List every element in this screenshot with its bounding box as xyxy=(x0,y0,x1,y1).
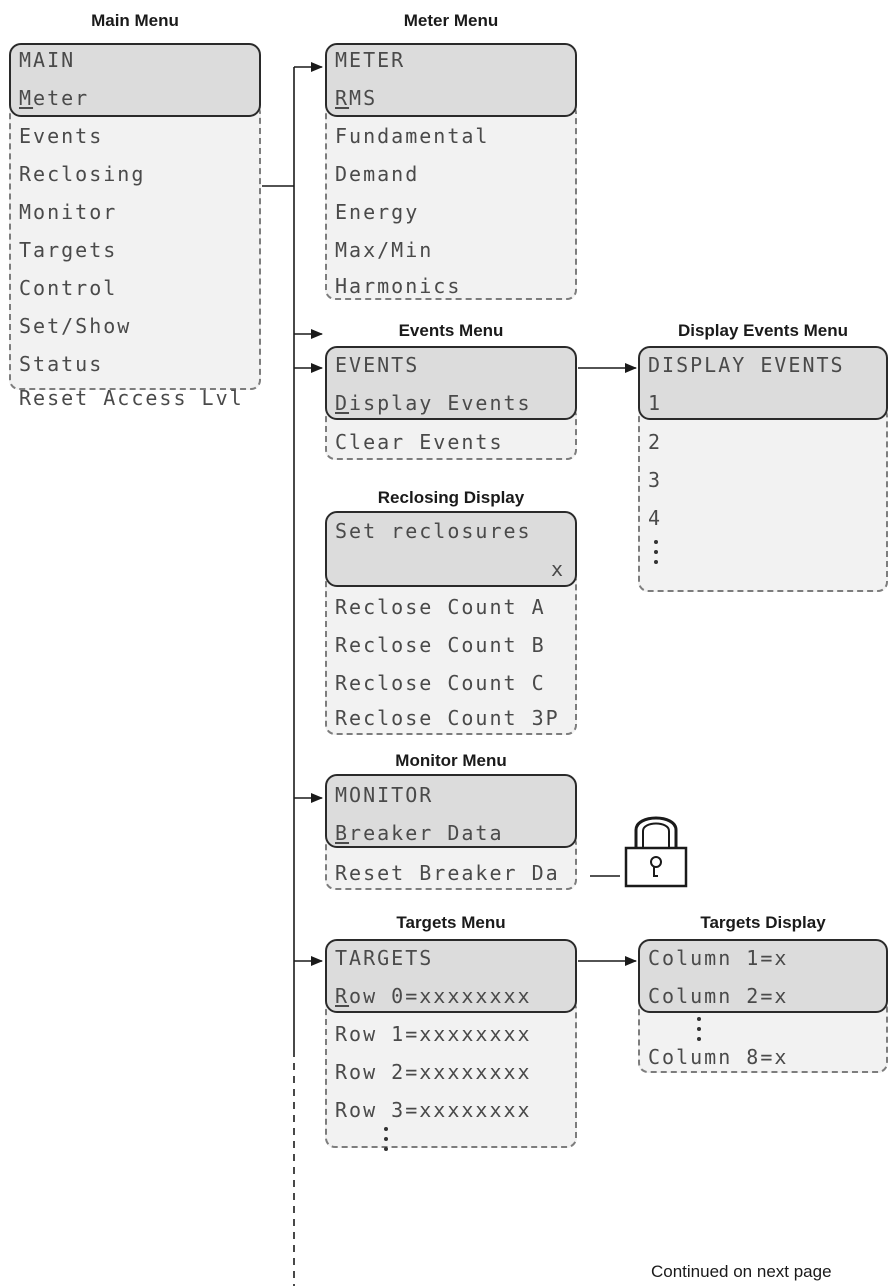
menu-item-reset-access-lvl[interactable]: Reset Access Lvl xyxy=(19,386,244,410)
menu-item-max-min[interactable]: Max/Min xyxy=(335,238,434,262)
targets-menu-lcd xyxy=(325,939,577,1013)
menu-item-clear-events[interactable]: Clear Events xyxy=(335,430,504,454)
main-menu-header: MAIN xyxy=(19,48,76,72)
padlock-icon xyxy=(624,816,688,888)
display-event-item[interactable]: 3 xyxy=(648,468,663,492)
targets-menu-selected[interactable]: Row 0=xxxxxxxx xyxy=(335,984,532,1008)
main-menu-title: Main Menu xyxy=(91,11,179,30)
menu-item-set-show[interactable]: Set/Show xyxy=(19,314,132,338)
monitor-menu-title: Monitor Menu xyxy=(395,751,507,770)
menu-item-fundamental[interactable]: Fundamental xyxy=(335,124,490,148)
target-row[interactable]: Row 1=xxxxxxxx xyxy=(335,1022,532,1046)
main-menu-selected[interactable]: Meter xyxy=(19,86,90,110)
more-items-ellipsis xyxy=(654,540,658,570)
reclosing-display-lcd xyxy=(325,511,577,587)
events-menu-lcd xyxy=(325,346,577,420)
hotkey-letter: R xyxy=(335,984,350,1008)
targets-menu: TARGETS Row 0=xxxxxxxx Row 1=xxxxxxxx Ro… xyxy=(325,939,577,1151)
monitor-menu-header: MONITOR xyxy=(335,783,434,807)
display-events-selected[interactable]: 1 xyxy=(648,391,663,415)
reclosing-display-title: Reclosing Display xyxy=(377,488,525,507)
targets-display-lcd xyxy=(638,939,888,1013)
main-menu-list xyxy=(9,103,261,390)
targets-display-title: Targets Display xyxy=(700,913,826,932)
more-items-ellipsis xyxy=(384,1127,388,1157)
menu-item-events[interactable]: Events xyxy=(19,124,104,148)
main-menu: MAIN Meter Events Reclosing Monitor Targ… xyxy=(9,43,261,410)
reclosing-display-line1: Set reclosures xyxy=(335,519,532,543)
menu-item-harmonics[interactable]: Harmonics xyxy=(335,274,462,298)
menu-item-control[interactable]: Control xyxy=(19,276,118,300)
main-menu-lcd xyxy=(9,43,261,117)
display-event-item[interactable]: 2 xyxy=(648,430,663,454)
hotkey-letter: R xyxy=(335,86,350,110)
target-row[interactable]: Row 2=xxxxxxxx xyxy=(335,1060,532,1084)
menu-item-demand[interactable]: Demand xyxy=(335,162,420,186)
targets-menu-title: Targets Menu xyxy=(396,913,506,932)
hotkey-letter: D xyxy=(335,391,350,415)
hotkey-letter: M xyxy=(19,86,34,110)
menu-item-reset-breaker-data[interactable]: Reset Breaker Da xyxy=(335,861,560,885)
continued-note: Continued on next page xyxy=(651,1262,832,1281)
targets-display-line1: Column 1=x xyxy=(648,946,789,970)
events-menu-header: EVENTS xyxy=(335,353,420,377)
reclosing-display-value: x xyxy=(550,557,565,581)
reclose-count-b[interactable]: Reclose Count B xyxy=(335,633,546,657)
display-events-header: DISPLAY EVENTS xyxy=(648,353,845,377)
meter-menu-header: METER xyxy=(335,48,406,72)
monitor-menu: MONITOR Breaker Data Reset Breaker Da xyxy=(325,774,577,890)
target-row[interactable]: Row 3=xxxxxxxx xyxy=(335,1098,532,1122)
reclosing-display: Set reclosures x Reclose Count A Reclose… xyxy=(325,511,577,735)
targets-display-line2: Column 2=x xyxy=(648,984,789,1008)
menu-item-monitor[interactable]: Monitor xyxy=(19,200,118,224)
events-menu-title: Events Menu xyxy=(398,321,504,340)
hotkey-letter: B xyxy=(335,821,350,845)
meter-menu-lcd xyxy=(325,43,577,117)
meter-menu: METER RMS Fundamental Demand Energy Max/… xyxy=(325,43,577,300)
display-events-menu: DISPLAY EVENTS 1 2 3 4 xyxy=(638,346,888,592)
meter-menu-selected[interactable]: RMS xyxy=(335,86,378,110)
reclose-count-a[interactable]: Reclose Count A xyxy=(335,595,546,619)
targets-display: Column 1=x Column 2=x Column 8=x xyxy=(638,939,888,1073)
display-events-menu-title: Display Events Menu xyxy=(677,321,849,340)
events-menu: EVENTS Display Events Clear Events xyxy=(325,346,577,460)
reclose-count-3p[interactable]: Reclose Count 3P xyxy=(335,706,560,730)
display-events-list xyxy=(638,406,888,592)
events-menu-selected[interactable]: Display Events xyxy=(335,391,532,415)
menu-item-energy[interactable]: Energy xyxy=(335,200,420,224)
more-items-ellipsis xyxy=(697,1017,701,1047)
monitor-menu-selected[interactable]: Breaker Data xyxy=(335,821,504,845)
menu-item-status[interactable]: Status xyxy=(19,352,104,376)
targets-menu-list xyxy=(325,999,577,1148)
menu-item-targets[interactable]: Targets xyxy=(19,238,118,262)
reclose-count-c[interactable]: Reclose Count C xyxy=(335,671,546,695)
targets-menu-header: TARGETS xyxy=(335,946,434,970)
menu-item-reclosing[interactable]: Reclosing xyxy=(19,162,146,186)
display-event-item[interactable]: 4 xyxy=(648,506,663,530)
target-column-row[interactable]: Column 8=x xyxy=(648,1045,789,1069)
display-events-lcd xyxy=(638,346,888,420)
monitor-menu-lcd xyxy=(325,774,577,848)
meter-menu-title: Meter Menu xyxy=(403,11,499,30)
